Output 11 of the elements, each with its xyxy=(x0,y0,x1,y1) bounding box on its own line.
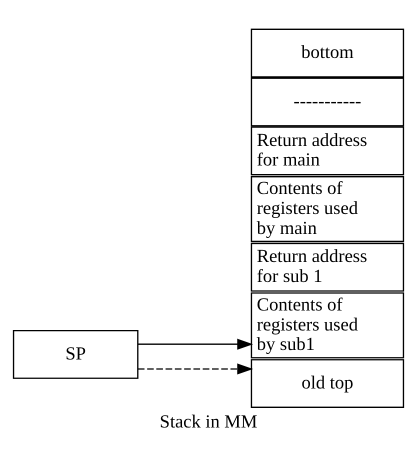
node-box: Contents of registers used by sub1 xyxy=(250,292,404,358)
node-box: SP xyxy=(12,330,138,379)
node-box: bottom xyxy=(250,28,404,78)
node-box: Return address for sub 1 xyxy=(250,242,404,292)
node-box: ----------- xyxy=(250,78,404,126)
caption: Stack in MM xyxy=(160,412,258,432)
node-box: Contents of registers used by main xyxy=(250,176,404,242)
node-box: old top xyxy=(250,359,404,408)
node-box: Return address for main xyxy=(250,126,404,176)
arrow xyxy=(138,363,254,375)
arrow xyxy=(138,338,254,350)
